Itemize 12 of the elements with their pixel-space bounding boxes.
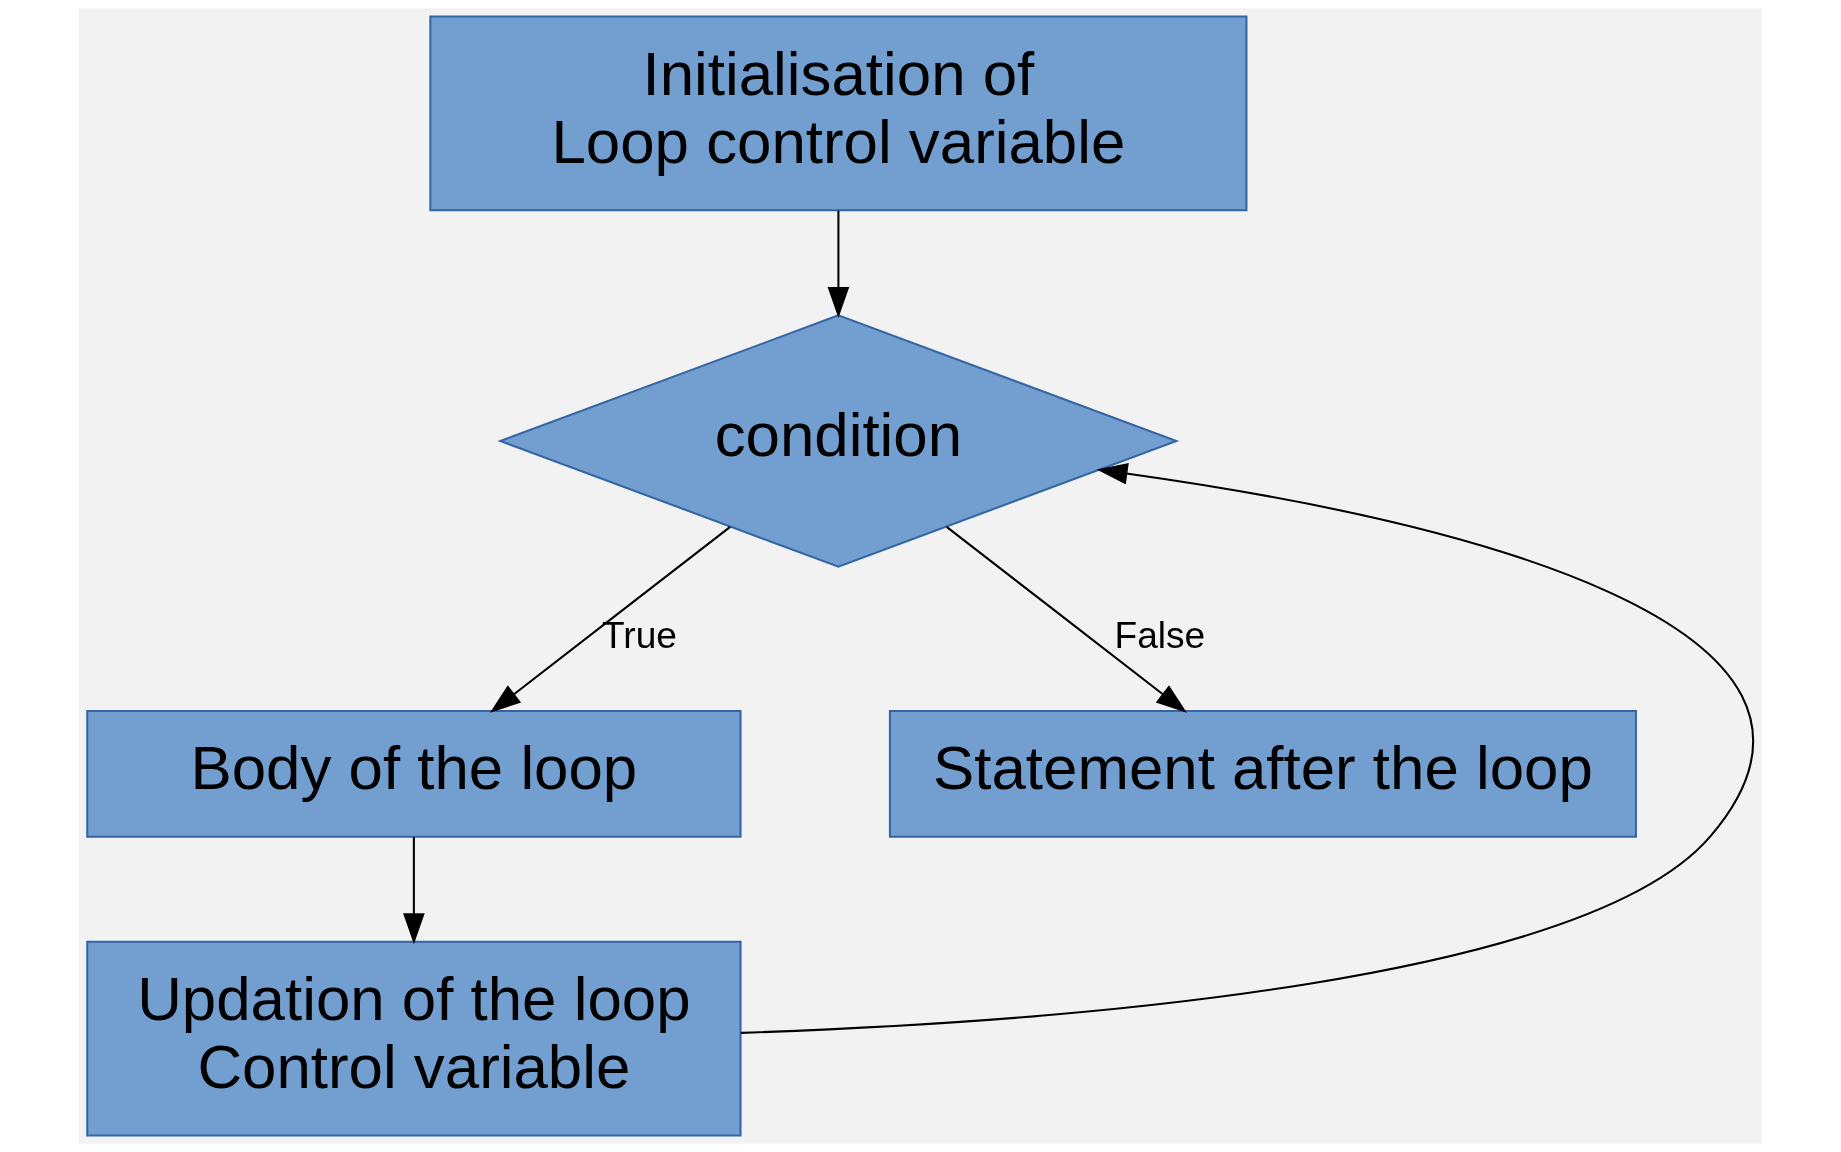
node-box: Initialisation of Loop control variable: [429, 15, 1248, 212]
node-box: Updation of the loop Control variable: [86, 940, 742, 1137]
edge-label: False: [1114, 613, 1206, 656]
node-box: Body of the loop: [86, 709, 742, 838]
edge-label: True: [602, 613, 677, 656]
node-diamond: condition: [497, 314, 1180, 568]
arrow: [946, 526, 1187, 713]
arrow: [489, 526, 731, 713]
arrow: [740, 462, 1754, 1034]
node-box: Statement after the loop: [888, 709, 1637, 838]
arrow: [827, 210, 850, 318]
arrow: [403, 837, 425, 945]
